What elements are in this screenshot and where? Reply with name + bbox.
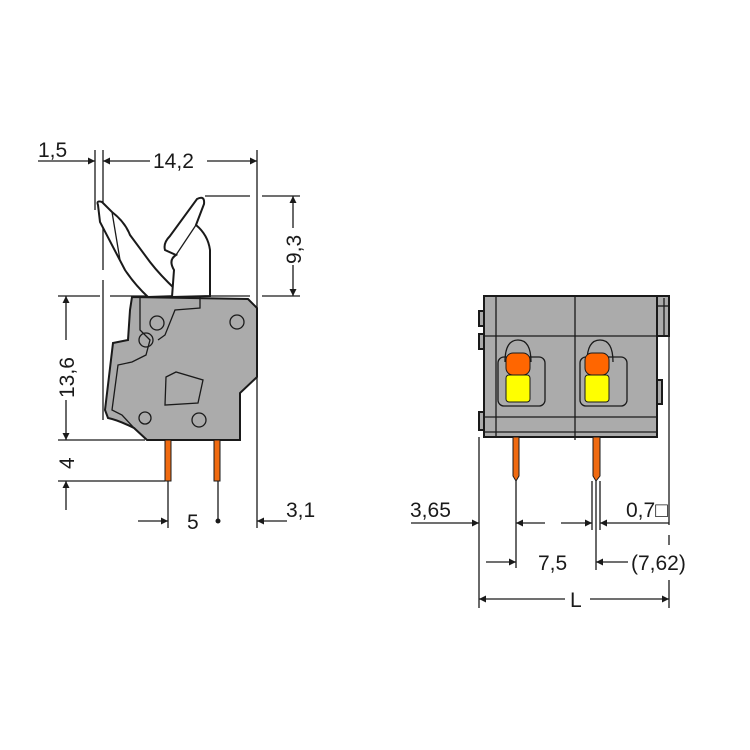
open-lever-right — [163, 196, 211, 299]
dim-3-65: 3,65 — [410, 499, 451, 522]
release-button-orange-2[interactable] — [584, 352, 610, 376]
dim-9-3: 9,3 — [283, 235, 306, 264]
dim-1-5: 1,5 — [38, 139, 67, 162]
marker-yellow-1 — [505, 374, 531, 403]
pin-2 — [213, 439, 221, 482]
side-view: 1,5 14,2 9,3 13,6 4 5 3,1 — [38, 139, 315, 534]
housing-front — [483, 295, 658, 438]
pin-front-2 — [592, 436, 601, 482]
dim-L: L — [570, 589, 582, 612]
dim-3-1: 3,1 — [286, 499, 315, 522]
open-lever-left — [96, 200, 180, 299]
marking-window — [164, 371, 204, 406]
dim-14-2: 14,2 — [153, 150, 194, 173]
release-button-orange-1[interactable] — [505, 352, 531, 376]
dim-7-62: (7,62) — [631, 552, 686, 575]
slot-1 — [497, 339, 546, 407]
pin-front-1 — [512, 436, 520, 482]
dim-7-5: 7,5 — [538, 552, 567, 575]
front-view: 3,65 0,7□ 7,5 (7,62) L — [410, 295, 686, 612]
dim-5: 5 — [187, 511, 199, 534]
slot-2 — [579, 339, 628, 407]
dim-4: 4 — [56, 457, 79, 469]
dim-0-7-square: 0,7□ — [626, 499, 668, 522]
pin-1 — [164, 439, 172, 482]
marker-yellow-2 — [584, 374, 610, 403]
housing-side — [103, 295, 258, 441]
dim-13-6: 13,6 — [56, 357, 79, 398]
